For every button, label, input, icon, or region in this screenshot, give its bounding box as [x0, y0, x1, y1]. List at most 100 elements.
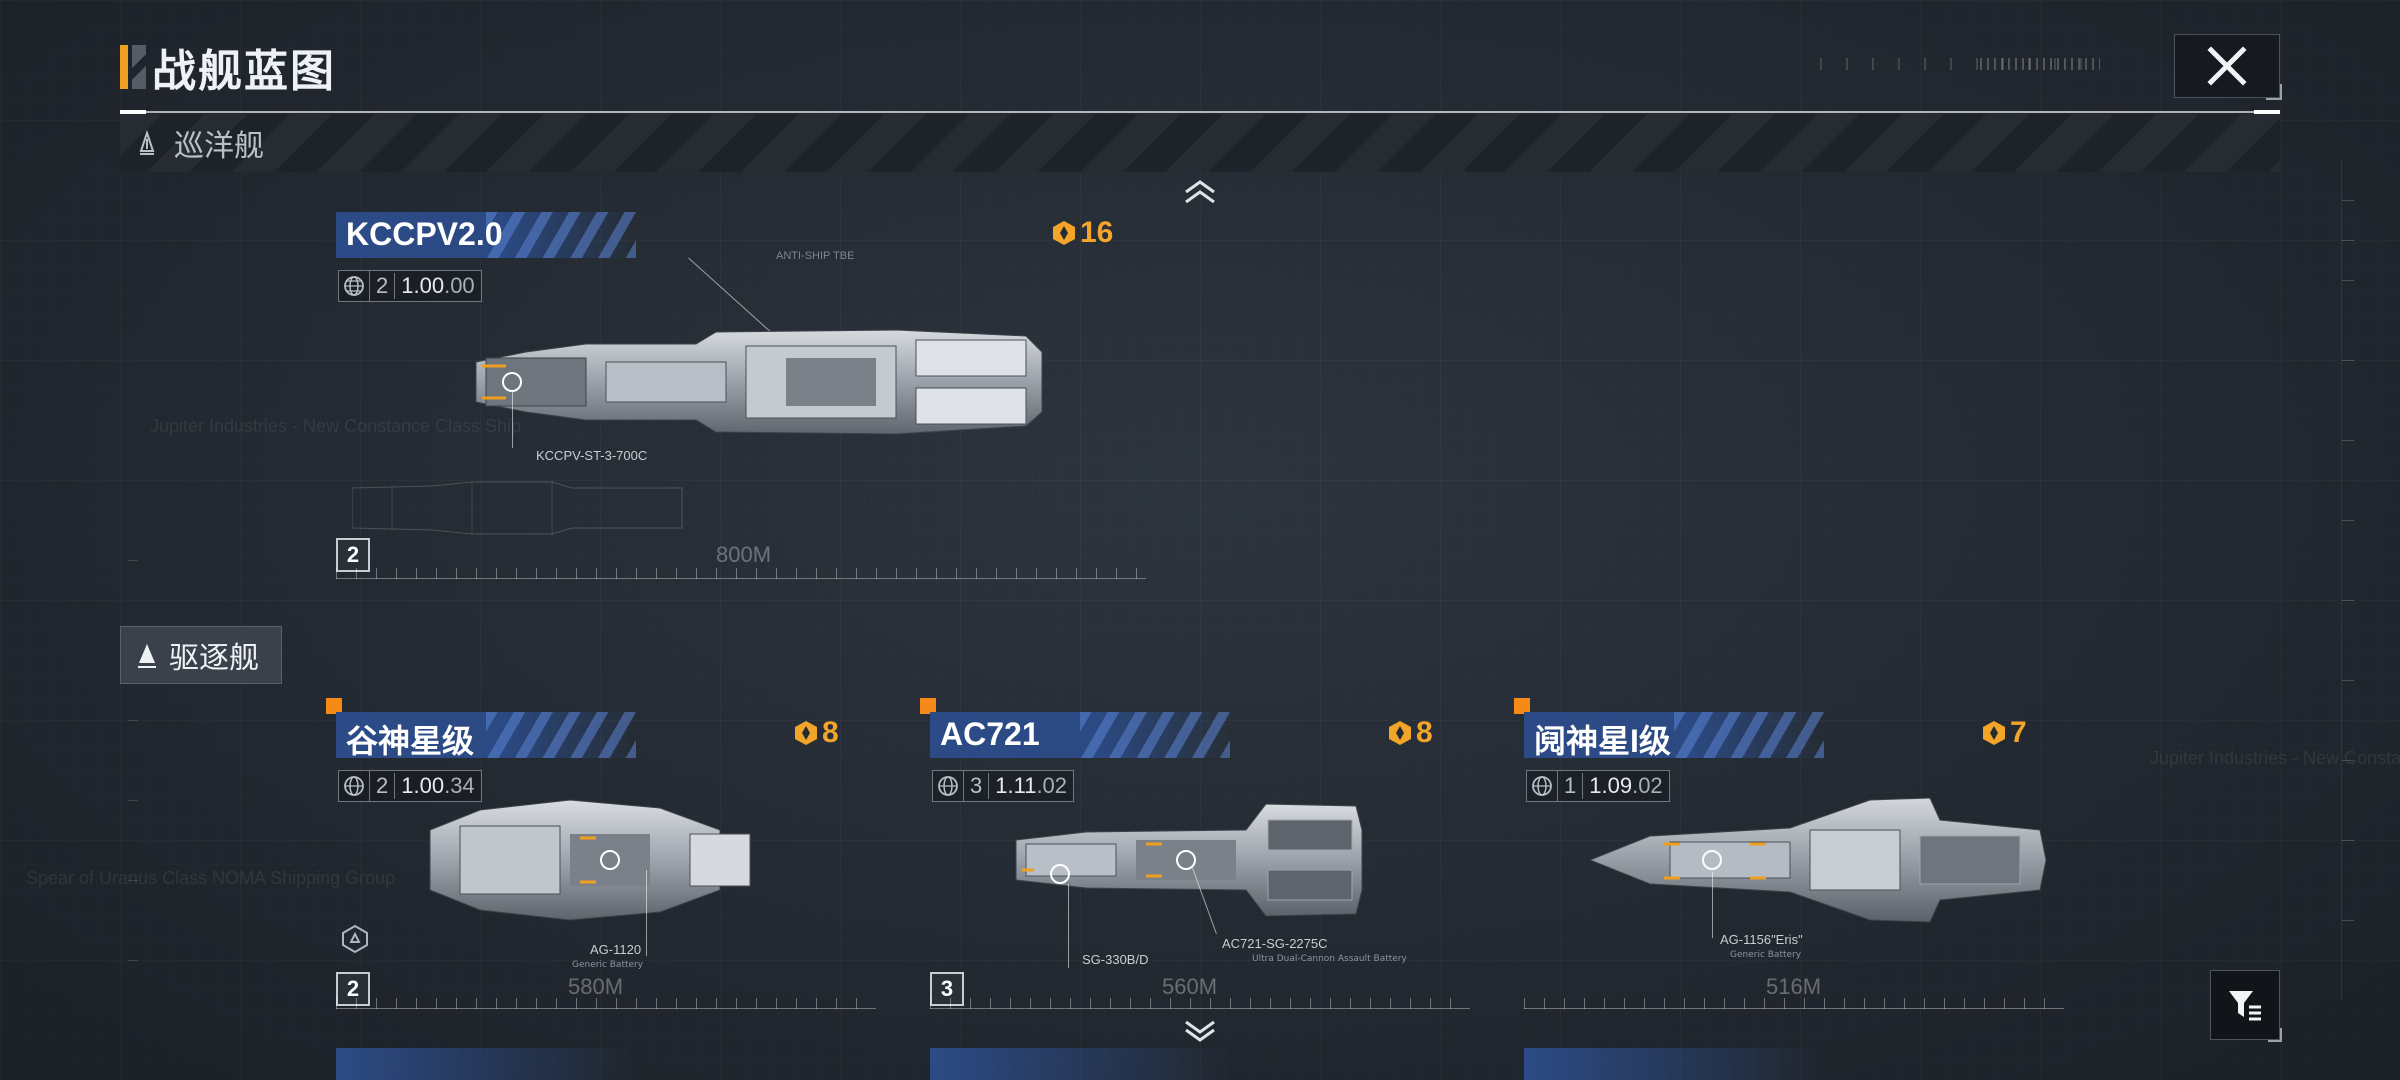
ship-name: 谷神星级	[346, 723, 475, 759]
ship-count: 2	[370, 773, 396, 799]
ship-length: 516M	[1766, 974, 1822, 999]
ship-stats: 1 1.09.02	[1526, 770, 1670, 802]
ship-length: 580M	[568, 974, 624, 999]
ship-length: 560M	[1162, 974, 1218, 999]
category-label: 驱逐舰	[169, 641, 259, 676]
name-plate-partial	[336, 1048, 636, 1080]
background-text: Jupiter Industries - New Constance Class…	[150, 416, 522, 436]
tier-badge: 2	[336, 538, 370, 572]
background-text: Spear of Uranus Class NOMA Shipping Grou…	[26, 868, 396, 888]
background-text: Jupiter Industries - New Constance	[2150, 748, 2400, 768]
name-plate	[336, 712, 636, 758]
supply-icon	[1983, 721, 2005, 745]
title-accent	[120, 45, 128, 89]
cost-value: 8	[1416, 716, 1433, 749]
supply-icon	[1389, 721, 1411, 745]
page-title: 战舰蓝图	[152, 47, 336, 96]
length-ruler	[336, 568, 1146, 579]
hexagon-icon	[342, 924, 368, 954]
right-ruler	[2341, 160, 2372, 1000]
leader-line	[1068, 884, 1069, 968]
version-main: 1.09	[1589, 773, 1633, 798]
tier-badge: 2	[336, 972, 370, 1006]
scroll-up-button[interactable]	[1180, 176, 1220, 206]
cruiser-icon	[139, 130, 155, 155]
version-main: 1.11	[995, 773, 1037, 798]
ship-length: 800M	[716, 542, 772, 567]
decor-ticks	[1980, 58, 2100, 70]
annotation-text: ANTI-SHIP TBE	[776, 250, 855, 262]
ship-blueprint-image	[475, 329, 1043, 435]
tier-badge: 3	[930, 972, 964, 1006]
scroll-down-button[interactable]	[1180, 1016, 1220, 1046]
ship-card-ac721[interactable]: AC721 8 3 1.11.02	[920, 698, 1470, 1012]
filter-icon	[2229, 991, 2261, 1021]
schematic-outline	[352, 481, 683, 535]
chevron-up-icon	[1185, 180, 1215, 204]
left-ruler	[128, 520, 148, 1040]
ship-cost: 16	[1050, 216, 1113, 250]
ship-name: KCCPV2.0	[346, 216, 503, 252]
globe-icon	[933, 771, 964, 801]
ship-name: AC721	[940, 716, 1040, 752]
name-plate	[930, 712, 1230, 758]
ship-stats: 2 1.00.34	[338, 770, 482, 802]
decor-ticks	[1820, 58, 2100, 70]
length-ruler	[1524, 998, 2064, 1009]
page-header: 战舰蓝图	[120, 42, 336, 96]
ship-version: 1.09.02	[1583, 773, 1668, 799]
name-plate-partial	[930, 1048, 1230, 1080]
leader-line	[646, 870, 647, 956]
leader-line	[1712, 872, 1713, 938]
ship-stats: 2 1.00.00	[338, 270, 482, 302]
ship-count: 1	[1558, 773, 1584, 799]
ship-name: 阋神星I级	[1534, 723, 1671, 759]
close-icon	[2207, 46, 2247, 86]
name-plate	[336, 212, 636, 258]
ship-version: 1.00.34	[395, 773, 480, 799]
weapon-label: AG-1120	[590, 942, 642, 957]
length-ruler	[930, 998, 1470, 1009]
ship-cost: 8	[792, 716, 839, 750]
weapon-desc: Ultra Dual-Cannon Assault Battery	[1252, 954, 1407, 964]
ship-stats: 3 1.11.02	[932, 770, 1075, 802]
weapon-label: AC721-SG-2275C	[1222, 936, 1328, 951]
new-marker	[920, 698, 936, 714]
globe-icon	[1527, 771, 1558, 801]
weapon-label: SG-330B/D	[1082, 952, 1149, 967]
version-sub: .02	[1632, 773, 1663, 798]
header-divider	[120, 110, 2280, 114]
supply-icon	[1053, 221, 1075, 245]
leader-line	[512, 390, 513, 448]
weapon-label: KCCPV-ST-3-700C	[536, 448, 648, 463]
ship-blueprint-image	[1590, 797, 2047, 923]
filter-button[interactable]	[2210, 970, 2282, 1042]
ship-card-ceres[interactable]: 谷神星级 8 2 1.00.34 AG-1120	[326, 698, 876, 1012]
version-main: 1.00	[401, 773, 445, 798]
category-tab-destroyer[interactable]: 驱逐舰	[120, 626, 282, 684]
ship-cost: 8	[1386, 716, 1433, 750]
ship-card-eris[interactable]: 阋神星I级 7 1 1.09.02 AG-1156"E	[1514, 698, 2064, 1012]
name-plate	[1524, 712, 1824, 758]
ship-card-kccpv[interactable]: KCCPV2.0 16 2 1.00.00 ANTI-SHIP TBE	[336, 212, 1156, 592]
new-marker	[1514, 698, 1530, 714]
cost-value: 16	[1080, 216, 1114, 249]
weapon-label: AG-1156"Eris"	[1720, 932, 1803, 947]
supply-icon	[795, 721, 817, 745]
length-ruler	[336, 998, 876, 1009]
ship-version: 1.11.02	[989, 773, 1073, 799]
version-sub: .02	[1036, 773, 1068, 798]
ship-count: 2	[370, 273, 396, 299]
version-sub: .34	[444, 773, 475, 798]
cost-value: 7	[2010, 716, 2027, 749]
chevron-down-icon	[1185, 1020, 1215, 1042]
category-bar-cruiser[interactable]: 巡洋舰	[120, 114, 2280, 172]
ship-blueprint-image	[1015, 803, 1363, 917]
globe-icon	[339, 271, 370, 301]
version-sub: .00	[444, 273, 475, 298]
ship-blueprint-image	[429, 799, 751, 921]
cost-value: 8	[822, 716, 839, 749]
close-button[interactable]	[2174, 34, 2282, 100]
new-marker	[326, 698, 342, 714]
